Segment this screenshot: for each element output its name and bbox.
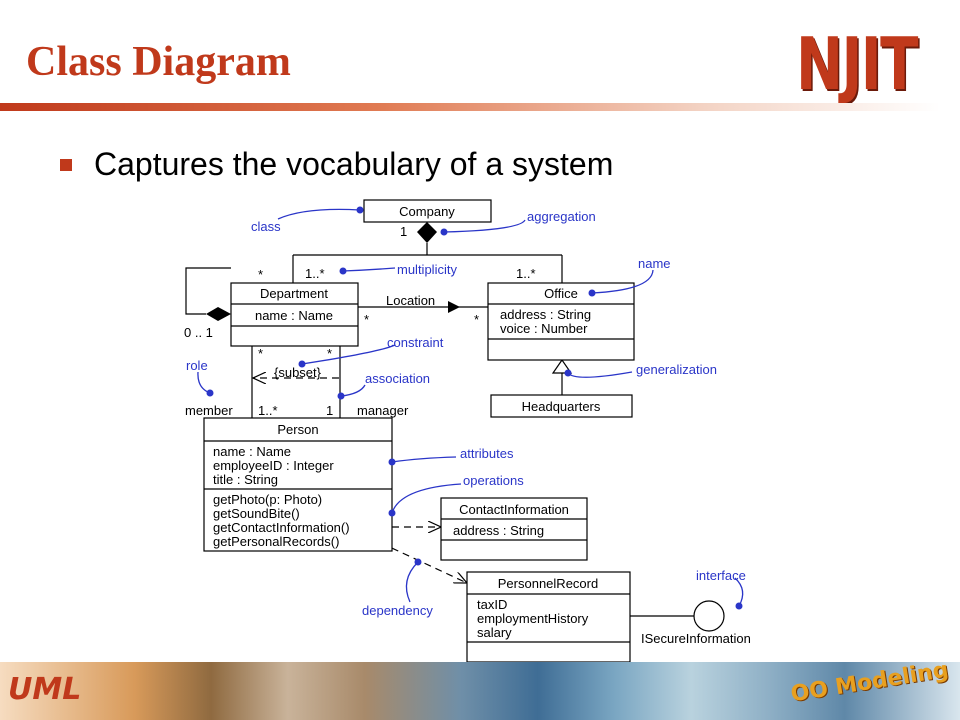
annotation-association: association	[365, 371, 430, 386]
footer-uml: UML	[8, 672, 82, 707]
location-star-right: *	[474, 312, 479, 327]
role-manager: manager	[357, 403, 409, 418]
class-office-name: Office	[544, 286, 578, 301]
class-person-op: getContactInformation()	[213, 520, 350, 535]
class-person-attr: employeeID : Integer	[213, 458, 334, 473]
location-star-left: *	[364, 312, 369, 327]
annotation-generalization: generalization	[636, 362, 717, 377]
company-multiplicity: 1	[400, 224, 407, 239]
office-top-multiplicity: 1..*	[516, 266, 536, 281]
class-contact-information	[440, 497, 588, 561]
class-personnel-record-attr: salary	[477, 625, 512, 640]
subset-constraint: {subset}	[274, 365, 322, 380]
class-contact-information-attr: address : String	[453, 523, 544, 538]
interface-lollipop	[693, 600, 725, 632]
class-person-attr: name : Name	[213, 444, 291, 459]
footer-banner	[0, 662, 960, 720]
department-star-right: *	[327, 346, 332, 361]
manager-multiplicity: 1	[326, 403, 333, 418]
class-department	[230, 282, 359, 347]
class-department-attr: name : Name	[255, 308, 333, 323]
class-personnel-record-name: PersonnelRecord	[498, 576, 598, 591]
dependency-lines	[253, 378, 467, 583]
square-bullet-icon	[60, 159, 72, 171]
member-multiplicity: 1..*	[258, 403, 278, 418]
class-person-op: getPersonalRecords()	[213, 534, 339, 549]
interface-name: ISecureInformation	[641, 631, 751, 646]
class-person	[203, 417, 393, 552]
class-department-name: Department	[260, 286, 328, 301]
annotation-dependency: dependency	[362, 603, 433, 618]
class-person-op: getSoundBite()	[213, 506, 300, 521]
aggregation-diamond	[417, 222, 437, 243]
self-aggregation-range: 0 .. 1	[184, 325, 213, 340]
generalization-triangle	[551, 358, 573, 374]
annotation-name: name	[638, 256, 671, 271]
department-top-multiplicity: 1..*	[305, 266, 325, 281]
class-personnel-record-attr: employmentHistory	[477, 611, 589, 626]
njit-logo: NJIT	[796, 22, 918, 106]
title-rule	[0, 103, 940, 111]
association-location: Location	[386, 293, 435, 308]
class-contact-information-name: ContactInformation	[459, 502, 569, 517]
class-office-attr: address : String	[500, 307, 591, 322]
class-personnel-record-attr: taxID	[477, 597, 507, 612]
annotation-multiplicity: multiplicity	[397, 262, 457, 277]
annotation-attributes: attributes	[460, 446, 514, 461]
navigation-arrow	[448, 301, 460, 313]
class-company	[363, 199, 492, 223]
annotation-operations: operations	[463, 473, 524, 488]
class-person-op: getPhoto(p: Photo)	[213, 492, 322, 507]
class-person-name: Person	[277, 422, 318, 437]
class-person-attr: title : String	[213, 472, 278, 487]
annotation-role: role	[186, 358, 208, 373]
self-aggregation-star: *	[258, 267, 263, 282]
class-office	[487, 282, 635, 361]
class-office-attr: voice : Number	[500, 321, 588, 336]
class-headquarters	[490, 394, 633, 418]
bullet-text: Captures the vocabulary of a system	[94, 146, 614, 182]
department-star-left: *	[258, 346, 263, 361]
annotation-aggregation: aggregation	[527, 209, 596, 224]
role-member: member	[185, 403, 233, 418]
slide-title: Class Diagram	[26, 39, 291, 85]
self-aggregation-diamond	[206, 307, 231, 321]
class-company-name: Company	[399, 204, 455, 219]
class-headquarters-name: Headquarters	[522, 399, 601, 414]
annotation-class: class	[251, 219, 281, 234]
annotation-interface: interface	[696, 568, 746, 583]
annotation-constraint: constraint	[387, 335, 444, 350]
